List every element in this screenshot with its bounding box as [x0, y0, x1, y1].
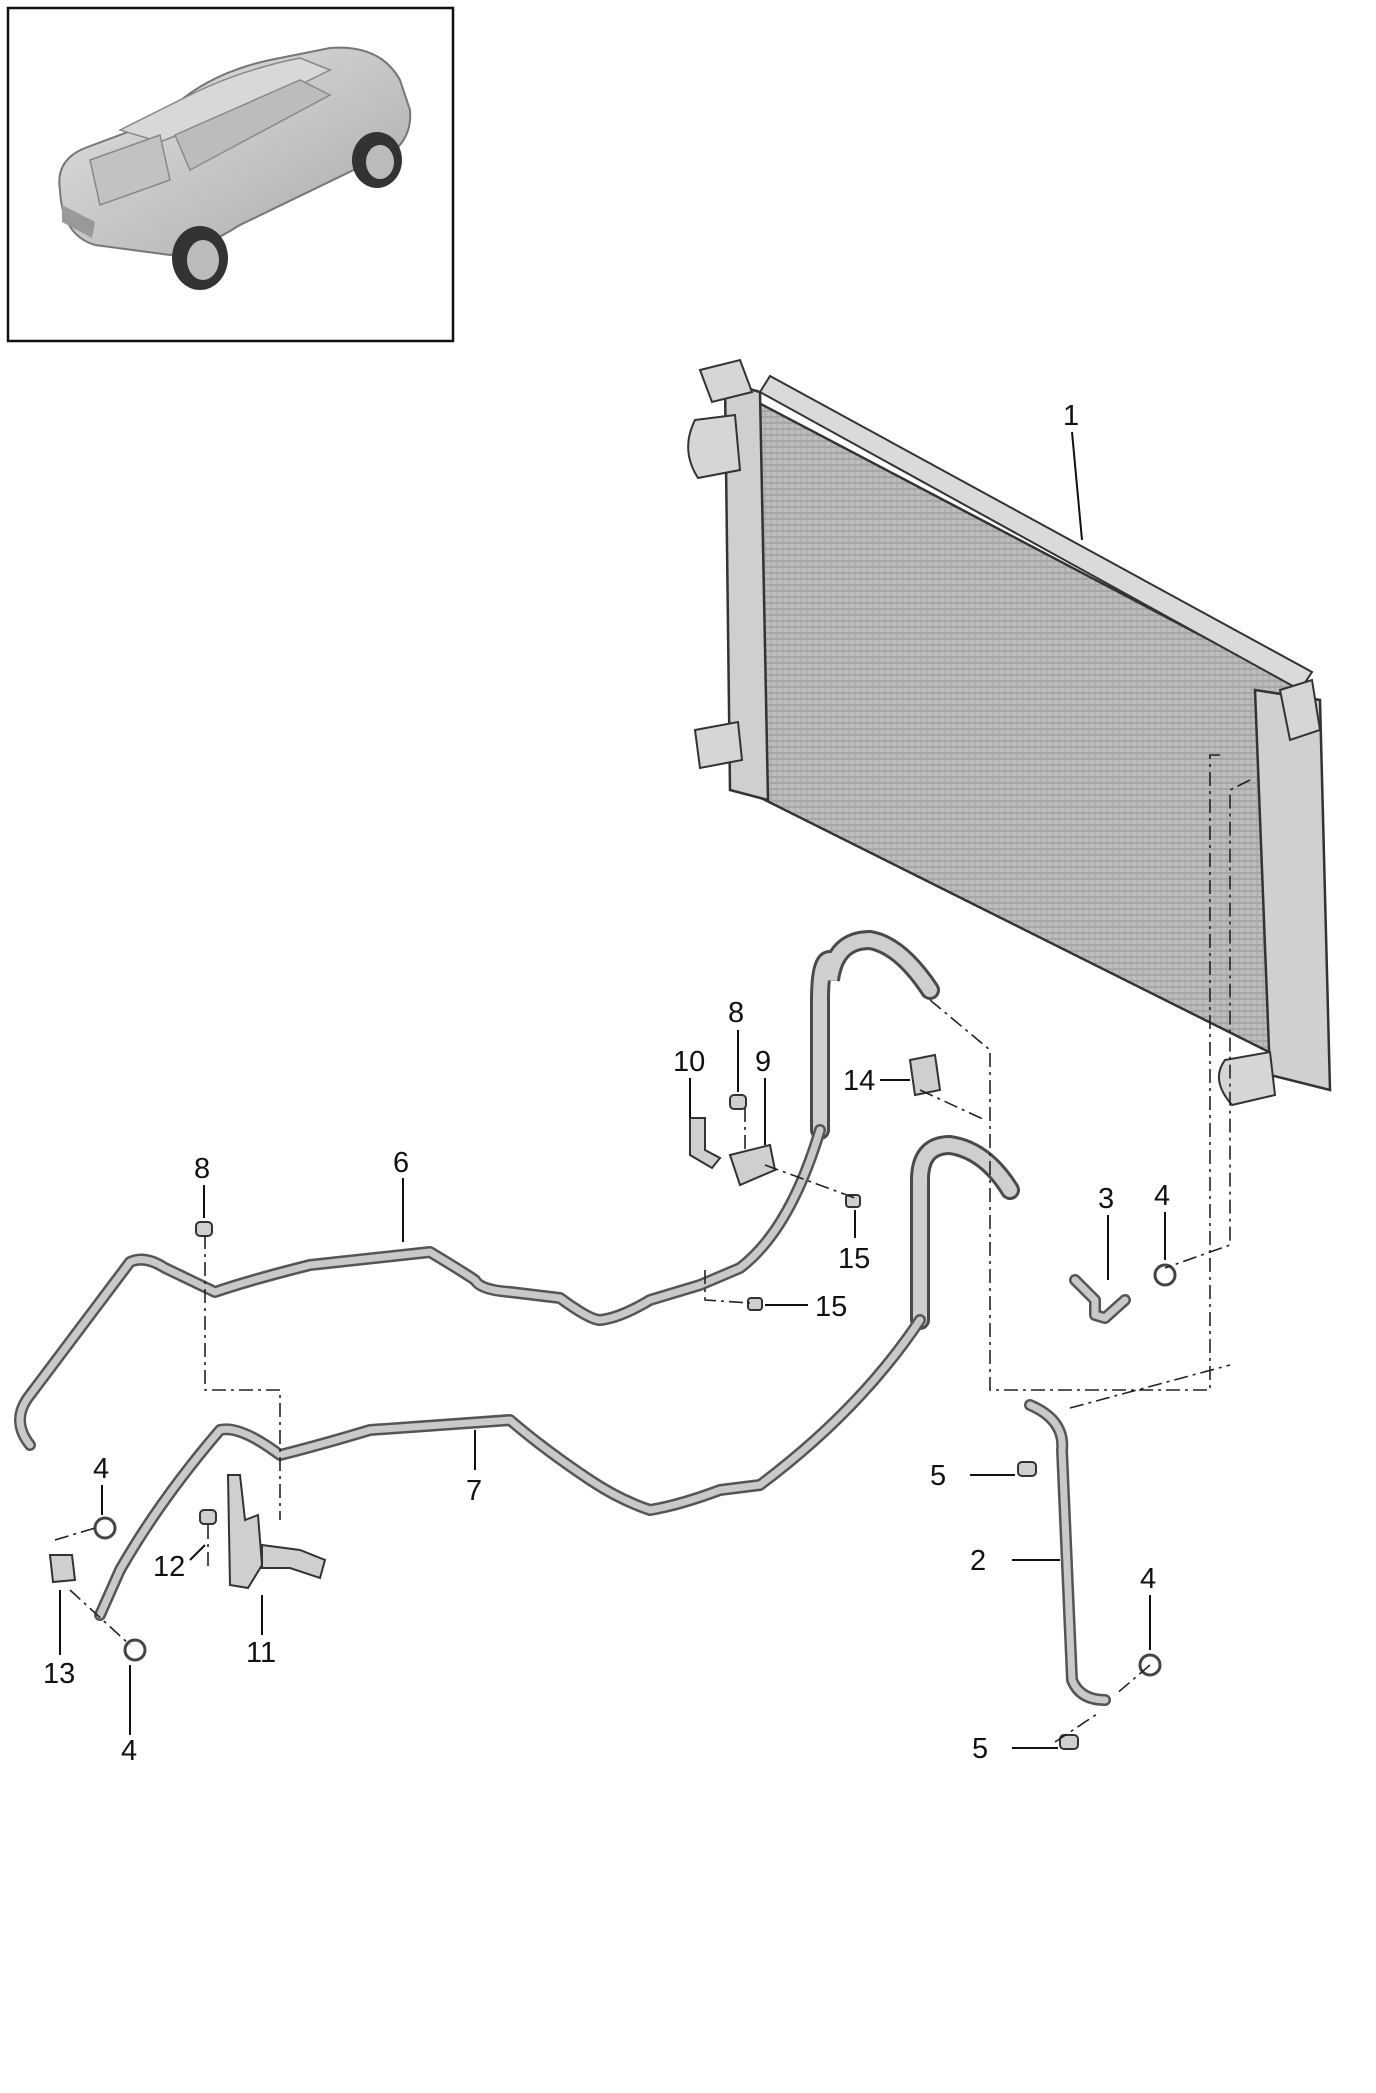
banjo-bolt-13 — [48, 1554, 77, 1584]
callout-4-pipe2: 4 — [1140, 1563, 1156, 1595]
clip-9 — [728, 1143, 777, 1187]
lower-coolant-hose — [910, 1134, 1020, 1330]
cooling-pipe-6 — [14, 1124, 826, 1451]
callout-4-left-upper: 4 — [93, 1453, 109, 1485]
cooling-pipe-2 — [1024, 1399, 1111, 1706]
connection-lines — [54, 754, 1251, 1743]
radiator — [687, 358, 1332, 1107]
upper-coolant-hose — [810, 929, 940, 1140]
bracket-11 — [226, 1474, 264, 1590]
callout-4-line3: 4 — [1154, 1180, 1170, 1212]
bolt-8-left — [195, 1221, 213, 1237]
bolt-15-upper — [845, 1194, 861, 1208]
small-parts — [48, 1053, 1177, 1750]
seal-ring-4-line3 — [1153, 1263, 1177, 1287]
callout-15-lower: 15 — [815, 1291, 847, 1323]
bolt-15-lower — [747, 1297, 763, 1311]
callout-8-right: 8 — [728, 997, 744, 1029]
callout-labels: 1 2 3 4 4 4 4 5 5 6 7 8 8 9 10 11 12 13 … — [43, 400, 1170, 1767]
callout-10: 10 — [673, 1046, 705, 1078]
seal-ring-4-left-upper — [93, 1516, 117, 1540]
callout-6: 6 — [393, 1147, 409, 1179]
callout-5-lower: 5 — [972, 1733, 988, 1765]
bolt-12 — [199, 1509, 217, 1525]
leader-lines — [59, 431, 1166, 1749]
callout-12: 12 — [153, 1551, 185, 1583]
callout-13: 13 — [43, 1658, 75, 1690]
bracket-10 — [689, 1117, 722, 1170]
callout-14: 14 — [843, 1065, 875, 1097]
hose-clip-14 — [908, 1053, 942, 1097]
coolant-line-3 — [1069, 1274, 1131, 1324]
bolt-5-upper — [1017, 1461, 1037, 1477]
cooling-pipe-7 — [94, 1314, 926, 1621]
bracket-11-arm — [261, 1543, 327, 1580]
seal-ring-4-left-lower — [123, 1638, 147, 1662]
callout-11: 11 — [246, 1637, 276, 1669]
vehicle-illustration — [58, 46, 412, 290]
callout-8-left: 8 — [194, 1153, 210, 1185]
bolt-5-lower — [1059, 1734, 1079, 1750]
callout-4-left-lower: 4 — [121, 1735, 137, 1767]
callout-7: 7 — [466, 1475, 482, 1507]
callout-3: 3 — [1098, 1183, 1114, 1215]
callout-5-upper: 5 — [930, 1460, 946, 1492]
callout-9: 9 — [755, 1046, 771, 1078]
callout-1: 1 — [1063, 400, 1079, 432]
callout-2: 2 — [970, 1545, 986, 1577]
vehicle-thumbnail — [6, 6, 455, 343]
callout-15-upper: 15 — [838, 1243, 870, 1275]
bolt-8-right — [729, 1094, 747, 1110]
